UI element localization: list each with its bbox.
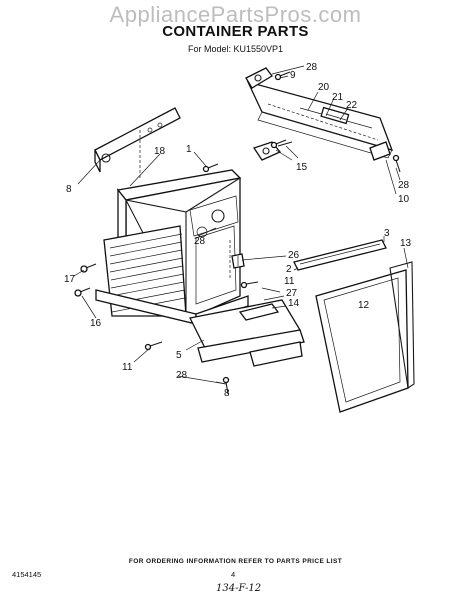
callout-5: 5 [176, 350, 182, 361]
handwritten-note: 134-F-12 [216, 583, 262, 594]
callout-9: 9 [290, 70, 296, 81]
callout-2: 2 [286, 264, 292, 275]
kick-plate [197, 329, 305, 367]
door-trim-strip [293, 239, 387, 271]
control-panel-assembly [245, 67, 394, 161]
callout-28-center: 28 [194, 236, 206, 247]
callout-13: 13 [400, 238, 412, 249]
callout-15: 15 [296, 162, 308, 173]
leader-lines [73, 65, 409, 385]
callout-11-right: 11 [284, 276, 295, 287]
callout-28-bottom: 28 [176, 370, 188, 381]
callout-28-right: 28 [398, 180, 410, 191]
page-number: 4 [231, 570, 236, 579]
callout-26: 26 [288, 250, 300, 261]
callout-3: 3 [384, 228, 390, 239]
callout-16: 16 [90, 318, 102, 329]
model-line: For Model: KU1550VP1 [187, 44, 284, 54]
callout-8: 8 [66, 184, 72, 195]
document-number: 4154145 [12, 570, 42, 579]
callout-18: 18 [154, 146, 166, 157]
callout-1: 1 [186, 144, 192, 155]
watermark: AppliancePartsPros.com [109, 2, 362, 27]
callout-20: 20 [318, 82, 330, 93]
callout-21: 21 [332, 92, 344, 103]
callout-10: 10 [398, 194, 410, 205]
callout-22: 22 [346, 100, 358, 111]
ordering-note: FOR ORDERING INFORMATION REFER TO PARTS … [128, 558, 343, 565]
callout-11-left: 11 [122, 362, 133, 373]
callout-labels: 1 2 3 5 8 8 9 10 11 11 12 13 14 15 16 17… [64, 62, 412, 399]
page-title: CONTAINER PARTS [162, 23, 309, 40]
callout-27: 27 [286, 288, 298, 299]
callout-17: 17 [64, 274, 76, 285]
left-bracket [94, 107, 181, 180]
callout-14: 14 [288, 298, 300, 309]
callout-8-lower: 8 [224, 388, 230, 399]
wire-clip [231, 253, 245, 269]
callout-28-top: 28 [306, 62, 318, 73]
door-panel [315, 261, 415, 413]
screws [74, 71, 401, 395]
callout-12: 12 [358, 300, 370, 311]
